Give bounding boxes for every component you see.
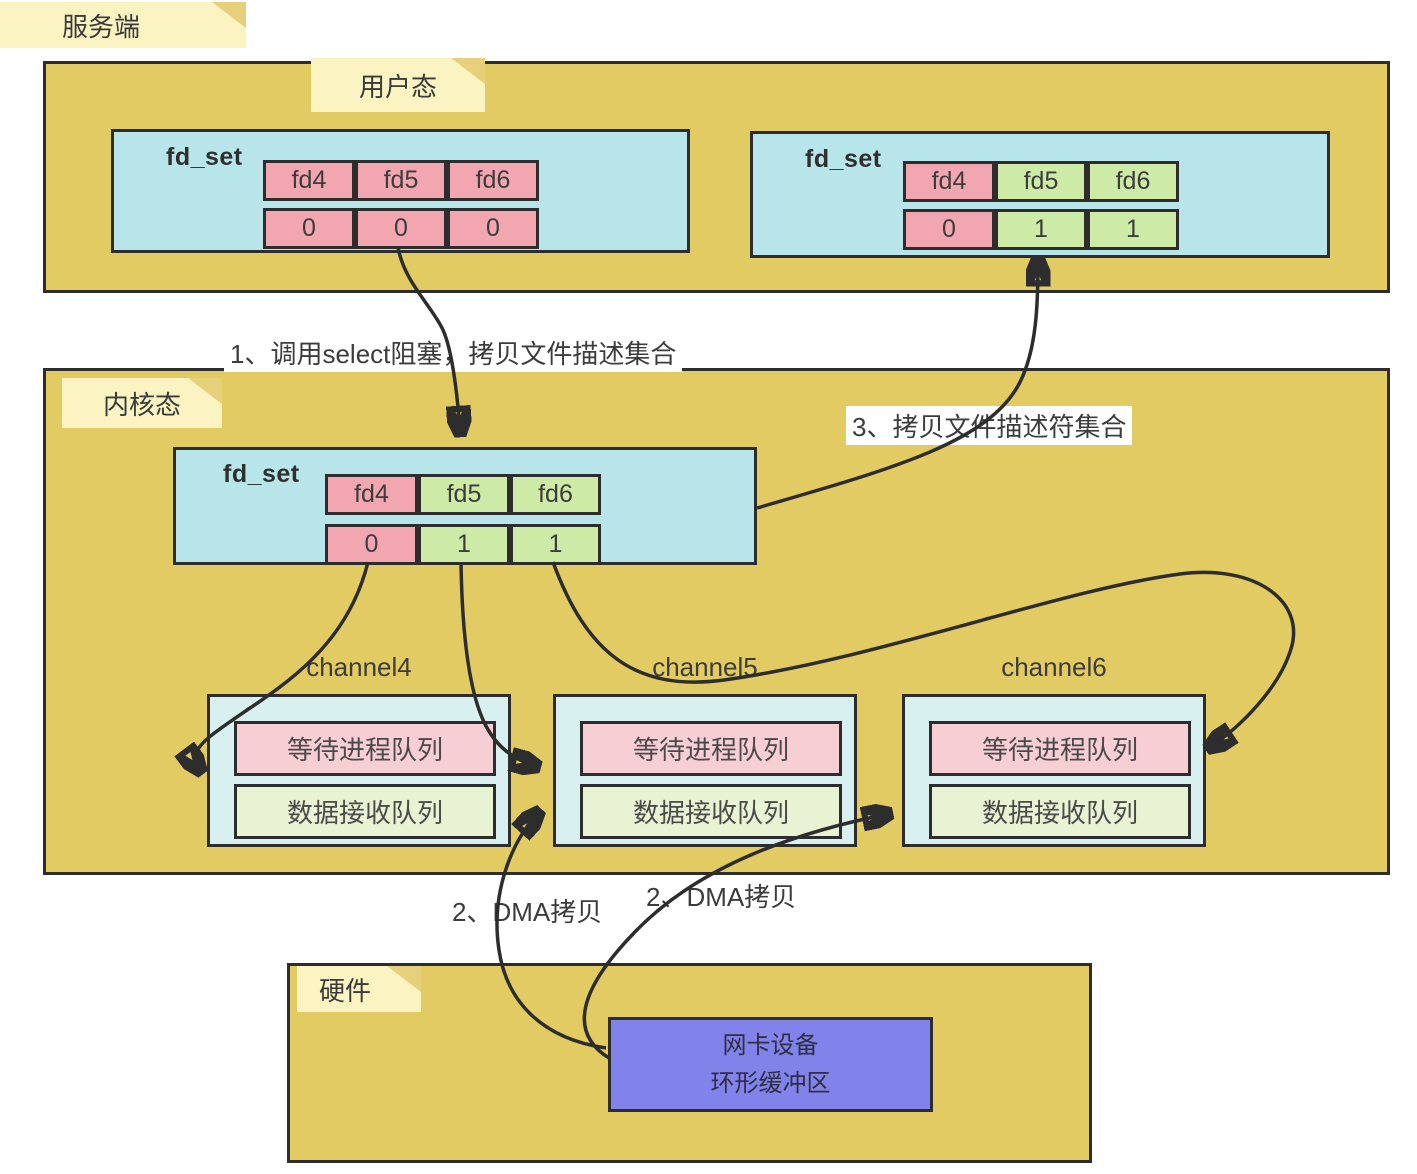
channel5-box: 等待进程队列 数据接收队列 <box>553 694 857 847</box>
user-fdset-before-box: fd_set fd4 fd5 fd6 0 0 0 <box>111 129 690 253</box>
fd-header-cell: fd6 <box>1087 161 1179 202</box>
fd-header-cell: fd5 <box>995 161 1087 202</box>
fd-header-cell: fd5 <box>418 474 510 515</box>
fdset-title: fd_set <box>223 460 300 488</box>
step2-dma-annotation-left: 2、DMA拷贝 <box>446 891 609 930</box>
fd-value-cell: 0 <box>325 524 418 565</box>
step3-annotation: 3、拷贝文件描述符集合 <box>846 406 1133 445</box>
fdset-title: fd_set <box>805 145 882 173</box>
channel4-wait-queue: 等待进程队列 <box>234 721 496 776</box>
channel4-box: 等待进程队列 数据接收队列 <box>207 694 511 847</box>
fd-value-cell: 1 <box>510 524 601 565</box>
fd-value-cell: 0 <box>447 208 539 249</box>
channel6-wait-queue: 等待进程队列 <box>929 721 1191 776</box>
fd-header-cell: fd4 <box>903 161 995 202</box>
user-mode-sticky-note: 用户态 <box>311 58 485 112</box>
fd-header-cell: fd5 <box>355 160 447 201</box>
fd-header-cell: fd4 <box>325 474 418 515</box>
kernel-mode-label: 内核态 <box>102 389 181 420</box>
fd-value-cell: 0 <box>263 208 355 249</box>
user-fdset-after-box: fd_set fd4 fd5 fd6 0 1 1 <box>750 131 1330 258</box>
channel4-recv-queue: 数据接收队列 <box>234 784 496 839</box>
nic-ring-buffer-box: 网卡设备 环形缓冲区 <box>608 1017 933 1112</box>
channel5-wait-queue: 等待进程队列 <box>580 721 842 776</box>
fdset-title: fd_set <box>166 143 243 171</box>
channel5-recv-queue: 数据接收队列 <box>580 784 842 839</box>
server-label: 服务端 <box>62 11 141 42</box>
kernel-fdset-box: fd_set fd4 fd5 fd6 0 1 1 <box>173 447 757 565</box>
channel5-label: channel5 <box>652 652 758 682</box>
hardware-label: 硬件 <box>319 975 372 1006</box>
kernel-mode-sticky-note: 内核态 <box>62 378 222 428</box>
channel6-box: 等待进程队列 数据接收队列 <box>902 694 1206 847</box>
server-sticky-note: 服务端 <box>0 2 246 48</box>
step2-dma-annotation-right: 2、DMA拷贝 <box>640 876 803 915</box>
fd-header-cell: fd4 <box>263 160 355 201</box>
hardware-sticky-note: 硬件 <box>297 966 421 1012</box>
user-mode-label: 用户态 <box>358 71 437 102</box>
fd-header-cell: fd6 <box>510 474 601 515</box>
fd-value-cell: 1 <box>418 524 510 565</box>
channel6-label: channel6 <box>1001 652 1107 682</box>
nic-device-label: 网卡设备 <box>722 1032 819 1060</box>
step1-annotation: 1、调用select阻塞，拷贝文件描述集合 <box>224 333 683 372</box>
channel6-recv-queue: 数据接收队列 <box>929 784 1191 839</box>
fd-value-cell: 1 <box>1087 209 1179 250</box>
channel4-label: channel4 <box>306 652 412 682</box>
fd-value-cell: 1 <box>995 209 1087 250</box>
ring-buffer-label: 环形缓冲区 <box>710 1069 831 1097</box>
fd-header-cell: fd6 <box>447 160 539 201</box>
fd-value-cell: 0 <box>355 208 447 249</box>
fd-value-cell: 0 <box>903 209 995 250</box>
